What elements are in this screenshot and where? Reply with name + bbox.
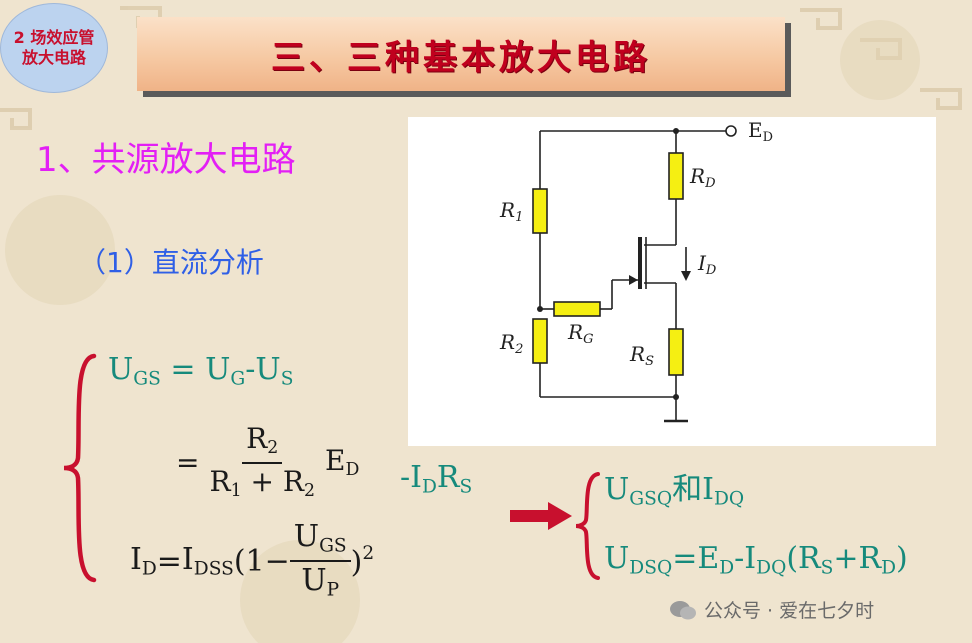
equation-ugs: UGS = UG-US [108,352,294,390]
circuit-panel: R1 R2 RG RD RS ID ED [408,117,936,446]
subsection-heading: （1）直流分析 [78,246,264,279]
resistor-ratio: R2 R1 + R2 [209,422,316,501]
watermark: 公众号 · 爱在七夕时 [668,596,874,623]
equation-id-rs: -IDRS [400,460,473,498]
left-brace [63,353,97,583]
result-udsq: UDSQ=ED-IDQ(RS+RD) [604,541,908,579]
resistor-rd [668,152,684,200]
label-rs: RS [629,342,654,369]
section-badge-text: 2 场效应管放大电路 [13,28,95,67]
label-r1: R1 [499,198,523,225]
result-ugsq-idq: UGSQ和IDQ [604,472,745,510]
label-rd: RD [689,164,716,191]
resistor-rg [553,301,601,317]
resistor-r2 [532,318,548,364]
wechat-icon [670,600,696,619]
resistor-r1 [532,188,548,234]
right-brace [575,472,600,580]
common-source-circuit: R1 R2 RG RD RS ID ED [499,118,773,423]
equation-divider: = R2 R1 + R2 ED [176,422,360,501]
watermark-text: 公众号 · 爱在七夕时 [704,600,875,622]
label-id: ID [697,251,717,278]
label-ed: ED [748,118,773,145]
title-banner: 三、三种基本放大电路 [137,17,785,91]
section-heading: 1、共源放大电路 [36,140,296,180]
section-badge: 2 场效应管放大电路 [0,3,108,93]
resistor-rs [668,328,684,376]
slide-title: 三、三种基本放大电路 [271,37,651,78]
equation-id: ID = IDSS (1− UGS UP )2 [130,519,375,601]
label-r2: R2 [499,330,523,357]
arrow-icon [510,502,572,530]
label-rg: RG [567,320,593,347]
ugs-over-up: UGS UP [289,522,351,600]
